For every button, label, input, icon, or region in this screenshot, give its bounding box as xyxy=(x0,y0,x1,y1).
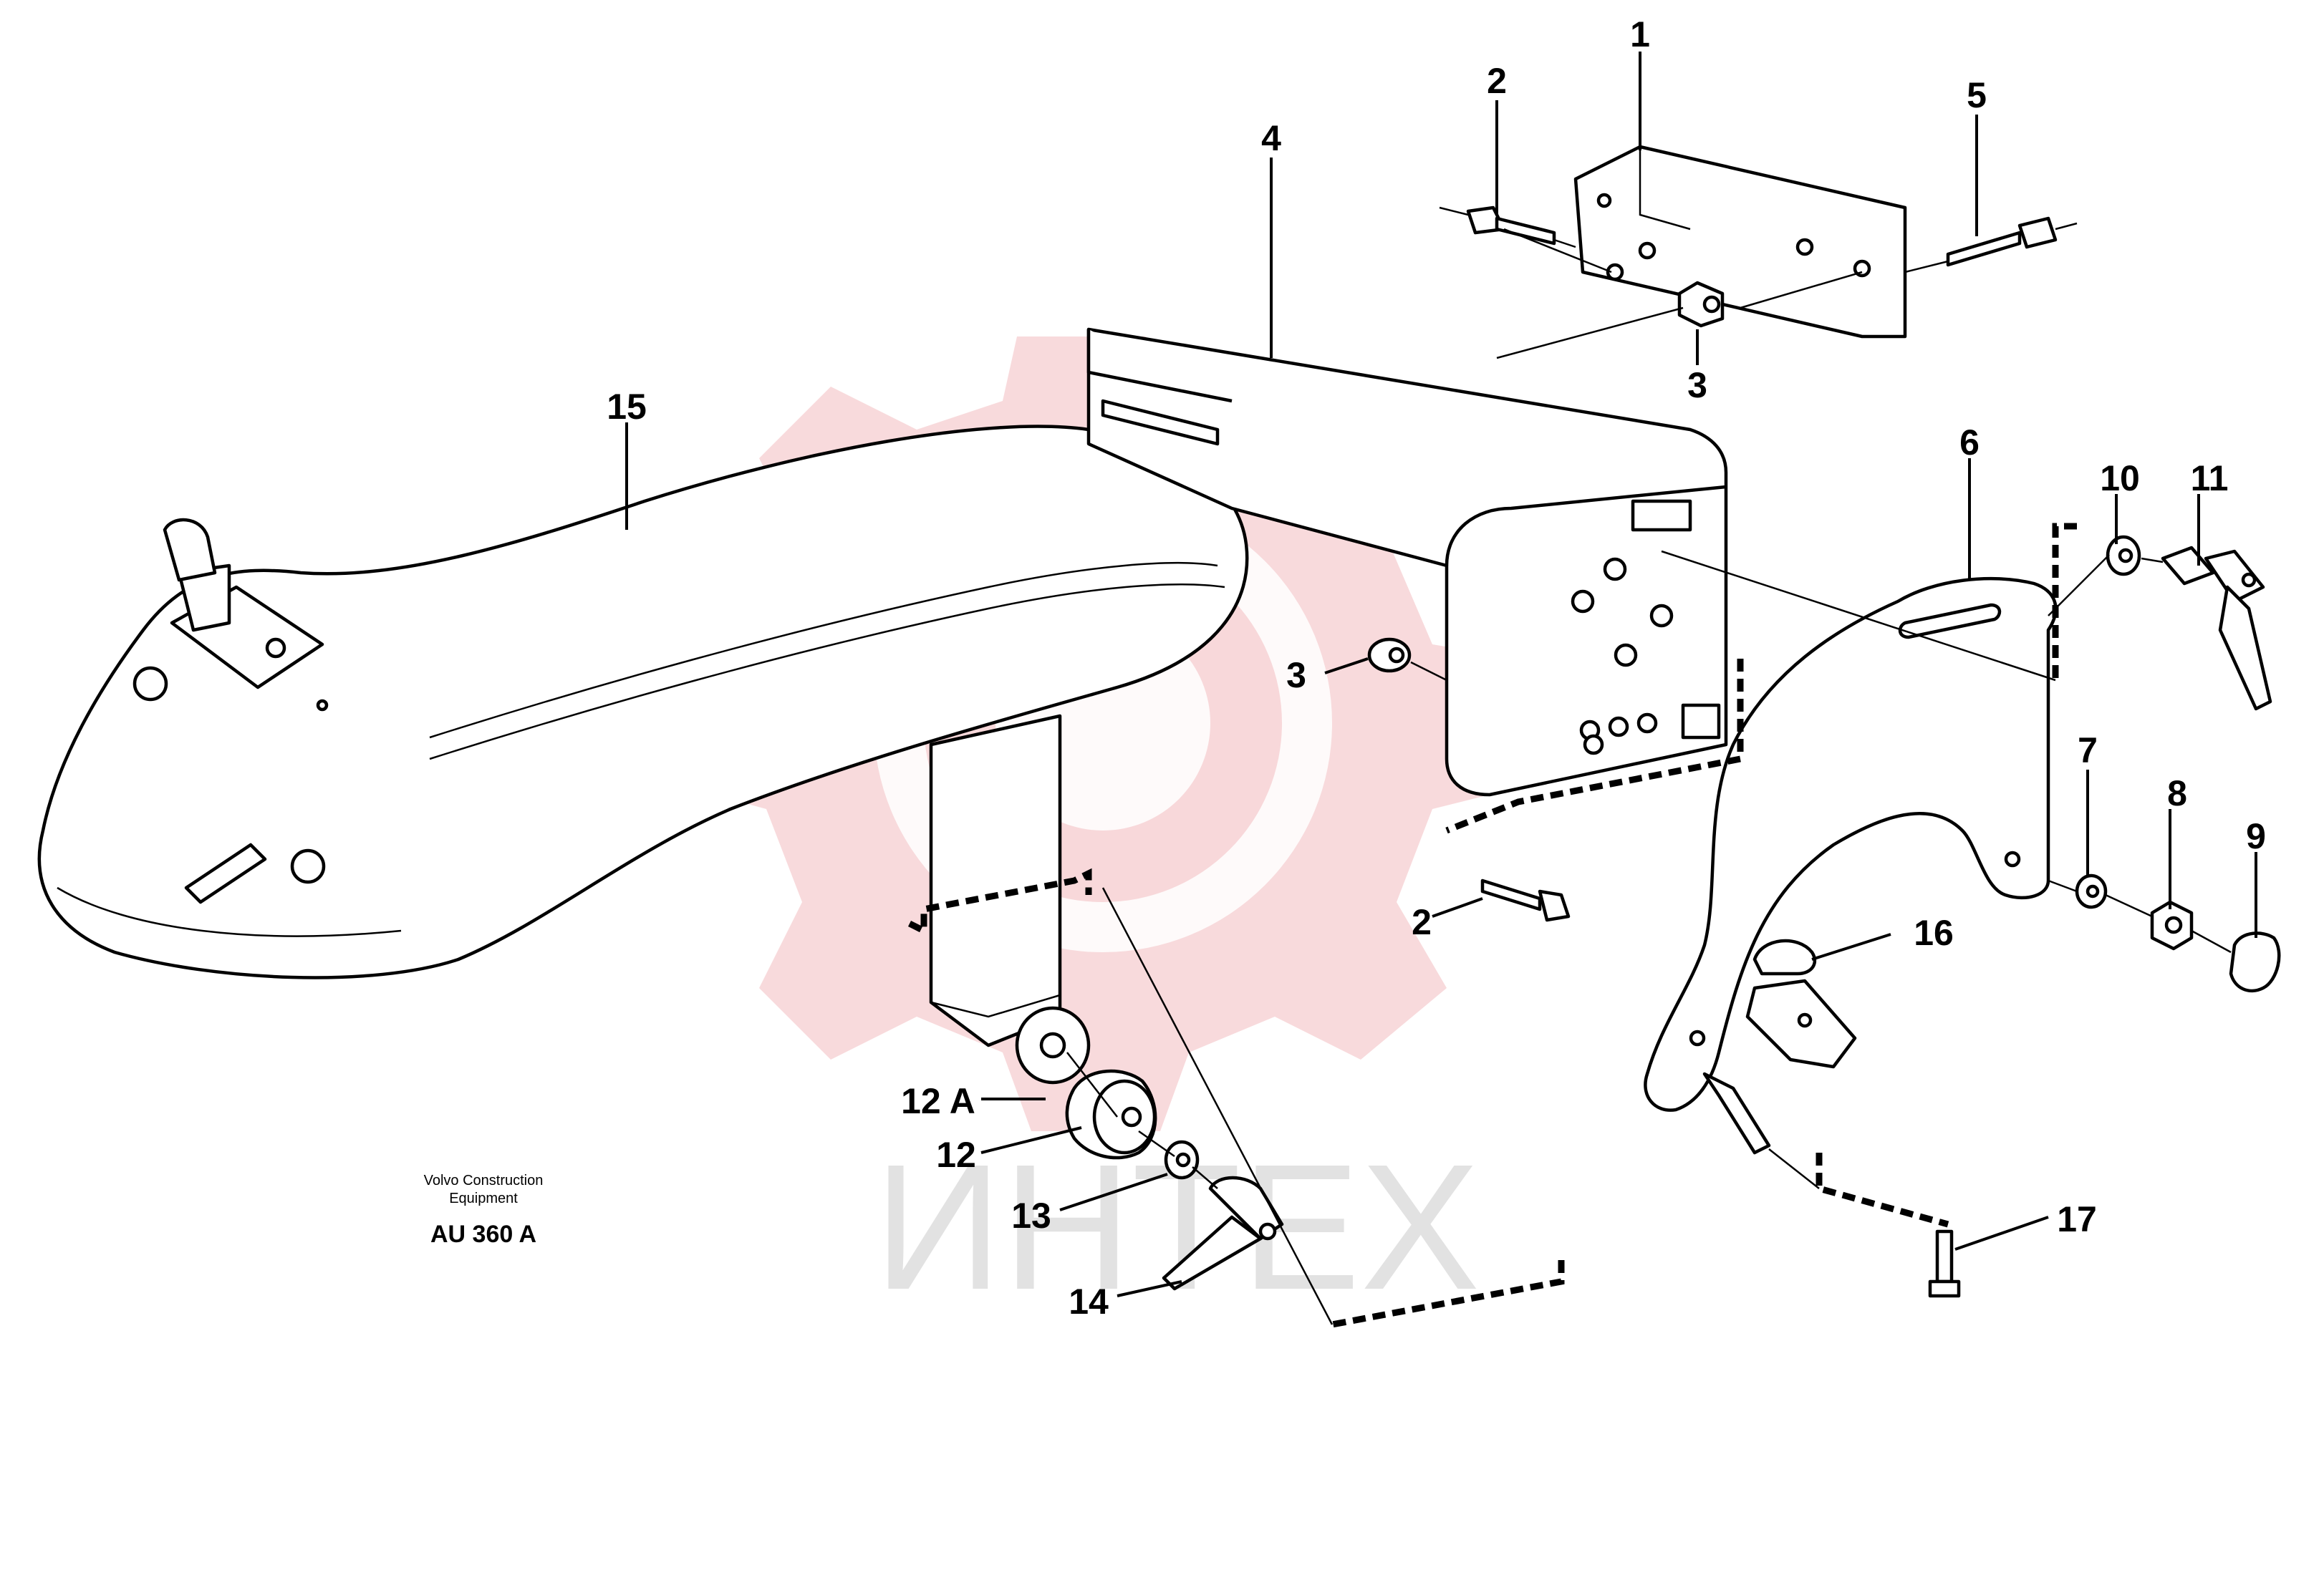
screw-2-top xyxy=(1439,205,1576,248)
label-3-left: 3 xyxy=(1286,655,1306,695)
label-9: 9 xyxy=(2246,816,2266,856)
spacer-12a xyxy=(1015,1006,1091,1085)
screw-2-lower xyxy=(1480,878,1571,922)
label-8: 8 xyxy=(2167,773,2187,813)
leader-17 xyxy=(1954,1216,2049,1251)
label-15: 15 xyxy=(607,387,647,427)
spacer-3-top xyxy=(1677,281,1725,328)
label-3-top: 3 xyxy=(1687,365,1707,405)
leader-14 xyxy=(1117,1280,1182,1297)
curved-bracket-6 xyxy=(1644,576,2058,1112)
label-17: 17 xyxy=(2057,1199,2097,1239)
knob-11 xyxy=(2161,546,2272,711)
label-5: 5 xyxy=(1967,75,1987,115)
knob-14 xyxy=(1162,1176,1284,1291)
label-7: 7 xyxy=(2078,730,2098,770)
washer-7 xyxy=(2075,873,2108,909)
bracket-plate-4 xyxy=(1086,327,1728,797)
stud-bolt-6 xyxy=(1702,1072,1820,1189)
spacer-3-left xyxy=(1367,637,1412,673)
screw-17 xyxy=(1928,1229,1961,1298)
label-2-top: 2 xyxy=(1487,61,1507,101)
label-12a: 12 A xyxy=(901,1081,975,1121)
angle-bracket-1 xyxy=(1573,145,1907,339)
caption-brand-line1: Volvo Construction xyxy=(424,1173,544,1188)
leader-3b xyxy=(1324,657,1369,674)
washer-10 xyxy=(2106,535,2141,576)
label-1: 1 xyxy=(1630,14,1650,54)
caption-brand-line2: Equipment xyxy=(449,1191,518,1206)
label-10: 10 xyxy=(2100,458,2140,498)
assembly-lines xyxy=(907,228,2232,1328)
cap-9 xyxy=(2229,931,2281,993)
leader-12 xyxy=(980,1126,1082,1154)
label-11: 11 xyxy=(2191,458,2229,498)
label-14: 14 xyxy=(1069,1282,1109,1322)
screw-5-top xyxy=(1904,216,2078,273)
leader-2b xyxy=(1432,897,1483,918)
leader-lines xyxy=(625,52,2257,1297)
leader-16 xyxy=(1811,933,1891,961)
label-16: 16 xyxy=(1914,913,1954,953)
armrest-console-15 xyxy=(37,425,1249,1047)
caption-drawing-code: AU 360 A xyxy=(430,1221,536,1248)
label-13: 13 xyxy=(1011,1196,1051,1236)
label-6: 6 xyxy=(1959,422,1980,463)
washer-13 xyxy=(1164,1140,1200,1180)
label-12: 12 xyxy=(936,1135,976,1175)
nut-8 xyxy=(2150,900,2194,951)
clip-16 xyxy=(1745,939,1857,1069)
drawing-caption: Volvo Construction Equipment AU 360 A xyxy=(424,1173,544,1248)
label-4: 4 xyxy=(1261,118,1281,158)
label-2-lower: 2 xyxy=(1412,902,1432,942)
callout-labels: 1 2 5 4 3 15 6 10 11 3 7 8 9 2 16 12 A 1… xyxy=(607,14,2266,1322)
bushing-12 xyxy=(1065,1069,1157,1160)
leader-13 xyxy=(1059,1173,1168,1211)
